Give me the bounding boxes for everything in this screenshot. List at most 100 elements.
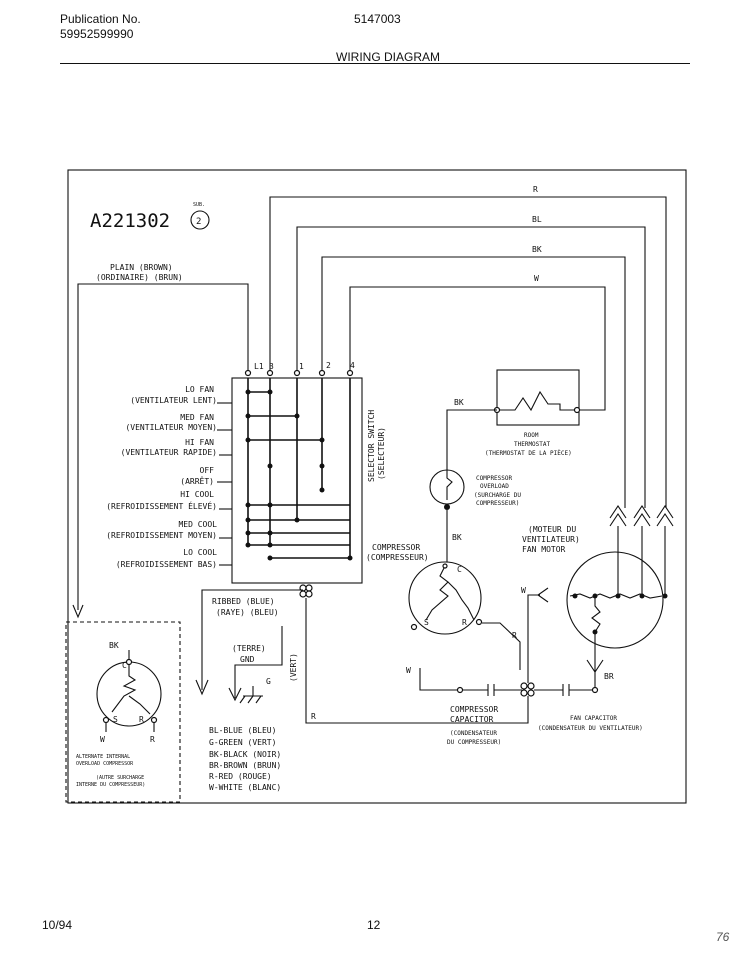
terminal-circles [244, 369, 354, 377]
thermostat-label-1: ROOM [524, 432, 539, 439]
legend-item: W-WHITE (BLANC) [209, 783, 281, 792]
alt-wire-r: R [150, 735, 155, 744]
position-off: OFF [200, 466, 215, 475]
alt-compressor-windings [102, 658, 158, 732]
thermostat-switch [493, 390, 581, 414]
overload-label-2: OVERLOAD [480, 483, 509, 490]
fan-motor-label-1: (MOTEUR DU [528, 525, 576, 534]
legend-item: BR-BROWN (BRUN) [209, 761, 281, 770]
publication-label: Publication No. [60, 12, 141, 26]
plain-wire-label-1: PLAIN (BROWN) [110, 263, 173, 272]
alternate-overload-box [65, 621, 181, 803]
legend-item: BK-BLACK (NOIR) [209, 750, 281, 759]
ground-wire-g: G [266, 677, 271, 686]
room-thermostat-box [496, 369, 580, 426]
compressor-terminal-s: S [424, 618, 429, 627]
header-rule [60, 63, 690, 64]
compressor-windings [425, 563, 475, 621]
diagram-frame [67, 169, 687, 804]
terminal-2: 2 [326, 361, 331, 370]
overload-label-1: COMPRESSOR [476, 475, 513, 482]
legend-item: G-GREEN (VERT) [209, 738, 276, 747]
fan-motor-label-2: VENTILATEUR) [522, 535, 580, 544]
sub-number: 2 [196, 217, 201, 227]
thermostat-wire-bk: BK [454, 398, 464, 407]
thermostat-to-overload-wire [446, 409, 497, 470]
alt-terminal-s: S [113, 715, 118, 724]
fan-motor-symbol [566, 551, 664, 649]
corner-mark: 76 [716, 930, 730, 944]
selector-switch-label-fr: (SELECTEUR) [377, 427, 386, 480]
comp-cap-label-1: COMPRESSOR [450, 705, 498, 714]
plain-wire-label-2: (ORDINAIRE) (BRUN) [96, 273, 183, 282]
selector-switch-contacts [245, 378, 353, 561]
fan-cap-label-2: (CONDENSATEUR DU VENTILATEUR) [538, 725, 643, 732]
alt-overload-label-3: (AUTRE SURCHARGE [96, 775, 144, 781]
legend-item: R-RED (ROUGE) [209, 772, 272, 781]
compressor-terminal-c: C [457, 565, 462, 574]
thermostat-label-3: (THERMOSTAT DE LA PIÈCE) [485, 449, 572, 457]
ribbed-return-wire [305, 598, 529, 724]
position-lo-cool: LO COOL [183, 548, 217, 557]
thermostat-label-2: THERMOSTAT [514, 441, 551, 448]
ribbed-wire-label-1: RIBBED (BLUE) [212, 597, 275, 606]
ribbed-wire-label-2: (RAYE) (BLEU) [216, 608, 279, 617]
alt-terminal-r: R [139, 715, 144, 724]
bus-wires [77, 196, 667, 610]
selector-switch-label: SELECTOR SWITCH [367, 410, 376, 482]
compressor-terminal-r: R [462, 618, 467, 627]
ground-symbol-icon [239, 686, 263, 704]
capacitor-junction [520, 682, 535, 697]
comp-cap-label-3: (CONDENSATEUR [450, 730, 497, 737]
overload-label-4: COMPRESSEUR) [476, 500, 519, 507]
comp-cap-label-4: DU COMPRESSEUR) [447, 739, 501, 746]
compressor-symbol [408, 561, 482, 635]
position-hi-fan-fr: (VENTILATEUR RAPIDE) [121, 448, 217, 457]
ribbed-wire-junction [299, 584, 313, 598]
part-number: A221302 [90, 210, 170, 232]
overload-label-3: (SURCHARGE DU [474, 492, 521, 499]
position-med-fan-fr: (VENTILATEUR MOYEN) [125, 423, 217, 432]
compressor-wire-r: R [512, 631, 517, 640]
position-hi-cool-fr: (REFROIDISSEMENT ÉLEVÉ) [106, 500, 217, 511]
alt-overload-label-4: INTERNE DU COMPRESSEUR) [76, 782, 145, 788]
position-hi-fan: HI FAN [185, 438, 214, 447]
compressor-label-fr: (COMPRESSEUR) [366, 553, 429, 562]
fan-motor-windings [569, 593, 668, 648]
terminal-3: 3 [269, 362, 274, 371]
position-med-cool-fr: (REFROIDISSEMENT MOYEN) [106, 531, 217, 540]
color-legend: BL-BLUE (BLEU) G-GREEN (VERT) BK-BLACK (… [209, 726, 281, 792]
fan-cap-label-1: FAN CAPACITOR [570, 715, 617, 722]
fan-motor-arrows [609, 505, 674, 596]
alt-wire-w: W [100, 735, 105, 744]
alt-overload-label-1: ALTERNATE INTERNAL [76, 754, 130, 760]
cap-wire-w: W [406, 666, 411, 675]
switch-position-labels: LO FAN (VENTILATEUR LENT) MED FAN (VENTI… [106, 385, 217, 569]
page-title: WIRING DIAGRAM [336, 50, 440, 64]
position-off-fr: (ARRÊT) [180, 475, 214, 486]
position-lo-cool-fr: (REFROIDISSEMENT BAS) [116, 560, 217, 569]
terminal-l1: L1 [254, 362, 264, 371]
footer-page: 12 [367, 918, 381, 932]
return-wire-r: R [311, 712, 316, 721]
sub-circle [190, 210, 210, 230]
position-hi-cool: HI COOL [180, 490, 214, 499]
wire-code-bl: BL [532, 215, 542, 224]
position-med-fan: MED FAN [180, 413, 214, 422]
wire-code-bk: BK [532, 245, 542, 254]
publication-number: 59952599990 [60, 27, 134, 41]
ground-label: GND [240, 655, 255, 664]
vert-label: (VERT) [289, 653, 298, 682]
overload-wire-bk: BK [452, 533, 462, 542]
position-leader-lines [217, 402, 232, 566]
ground-label-fr: (TERRE) [232, 644, 266, 653]
legend-item: BL-BLUE (BLEU) [209, 726, 276, 735]
alt-wire-bk: BK [109, 641, 119, 650]
model-number: 5147003 [354, 12, 401, 26]
position-lo-fan-fr: (VENTILATEUR LENT) [130, 396, 217, 405]
fan-motor-wire-br: BR [604, 672, 614, 681]
compressor-label: COMPRESSOR [372, 543, 420, 552]
position-med-cool: MED COOL [178, 520, 217, 529]
fan-motor-label-3: FAN MOTOR [522, 545, 566, 554]
